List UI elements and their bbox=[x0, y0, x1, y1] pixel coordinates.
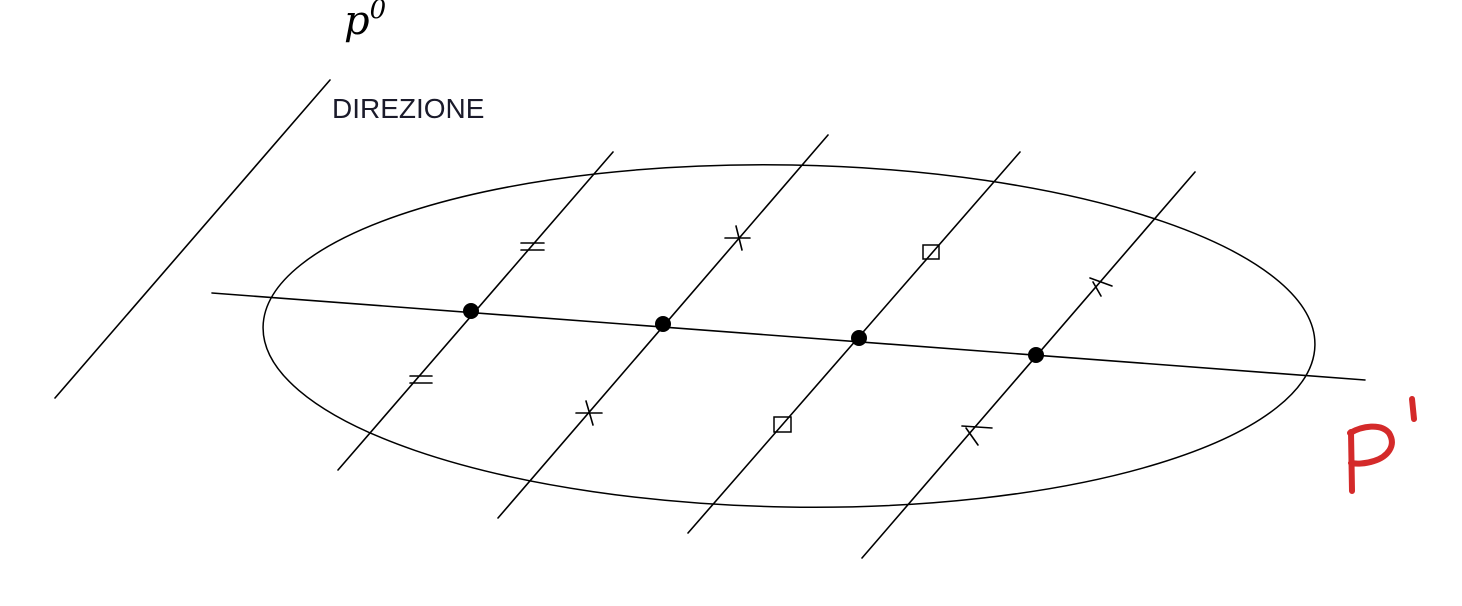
chord-3-tick-lower bbox=[773, 416, 792, 433]
ellipse bbox=[262, 164, 1316, 508]
chord-4-tick-upper bbox=[1089, 277, 1113, 297]
chord-1-tick-upper bbox=[520, 242, 545, 251]
chord-1-tick-lower bbox=[409, 375, 433, 384]
chord-3-tick-upper bbox=[922, 244, 940, 260]
chord-4-tick-lower bbox=[961, 425, 993, 446]
label-p0: p0 bbox=[344, 0, 386, 44]
chord-2-tick-lower bbox=[575, 400, 603, 426]
chord-2-tick-upper bbox=[724, 225, 751, 251]
midpoint-1 bbox=[463, 303, 479, 319]
label-p0-base: p bbox=[344, 0, 370, 44]
midpoint-3 bbox=[851, 330, 867, 346]
chord-4 bbox=[861, 171, 1196, 559]
diameter-line bbox=[211, 292, 1366, 381]
midpoint-2 bbox=[655, 316, 671, 332]
midpoint-4 bbox=[1028, 347, 1044, 363]
direction-line bbox=[54, 79, 331, 399]
handwritten-p-prime bbox=[1347, 396, 1417, 494]
label-p0-superscript: 0 bbox=[370, 0, 387, 25]
direction-label: DIREZIONE bbox=[332, 93, 484, 124]
